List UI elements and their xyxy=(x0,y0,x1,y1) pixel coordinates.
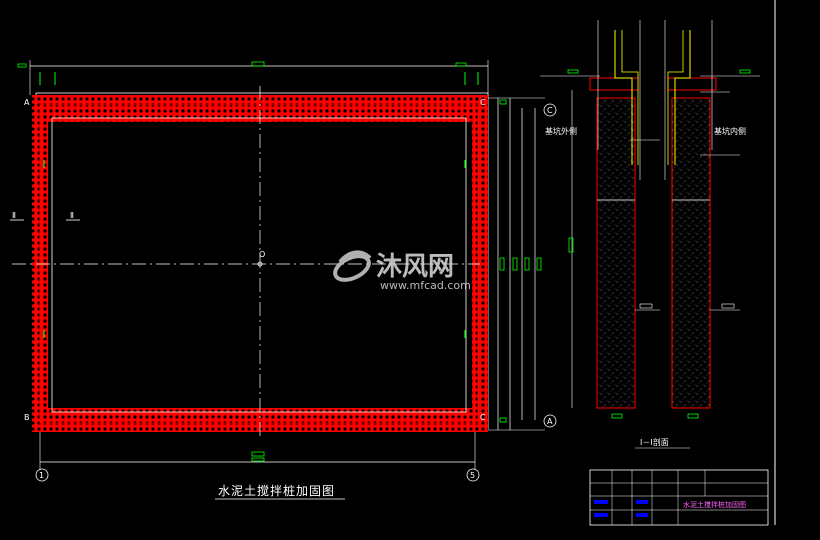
top-dim-text-marker xyxy=(251,61,265,67)
top-dim-marker-right xyxy=(455,62,467,67)
right-dim-marker-4 xyxy=(536,257,542,271)
center-mark-label: O xyxy=(259,250,265,259)
tb-blue-cell-3 xyxy=(636,500,648,504)
title-block: 水泥土搅拌桩加固图 xyxy=(589,469,769,526)
title-block-frame xyxy=(589,469,769,526)
plan-title: 水泥土搅拌桩加固图 xyxy=(218,483,335,498)
retaining-wall-right xyxy=(674,30,691,165)
watermark: 沐风网 www.mfcad.com xyxy=(333,250,471,292)
right-dim-marker-1 xyxy=(499,257,505,271)
leader-right-bottom-box xyxy=(721,303,735,309)
section-mark-right: Ⅱ xyxy=(70,211,74,220)
tb-blue-cell-1 xyxy=(594,500,608,504)
axis-row-a-label: A xyxy=(24,98,30,107)
leader-left-top-marker xyxy=(567,69,579,74)
right-dim-marker-2 xyxy=(512,257,518,271)
plan-view: O A B C C Ⅱ Ⅱ 1 5 xyxy=(10,60,557,500)
plan-inner-boundary xyxy=(51,117,467,413)
leader-left-bottom-box xyxy=(639,303,653,309)
retaining-wall-left xyxy=(614,30,633,165)
grid-bubble-bottom xyxy=(543,414,557,428)
tb-blue-cell-4 xyxy=(636,513,648,517)
right-dim-marker-3 xyxy=(524,257,530,271)
axis-row-c-bottom-label: C xyxy=(480,413,486,422)
center-point-marker xyxy=(257,261,263,267)
axis-row-b-label: B xyxy=(24,413,30,422)
section-height-marker xyxy=(568,237,574,253)
inner-side-note: 基坑内侧 xyxy=(714,126,746,136)
section-bottom-marker-right xyxy=(687,413,699,419)
pile-column-right xyxy=(671,97,711,409)
grid-bubble-top-label: C xyxy=(547,106,553,115)
grid-bubble-bottom-label: A xyxy=(547,417,553,426)
outer-side-note: 基坑外侧 xyxy=(545,126,577,136)
grid-bubble-top xyxy=(543,103,557,117)
axis-bubble-5 xyxy=(466,468,480,482)
right-dim-marker-5 xyxy=(499,99,507,105)
axis-row-c-top-label: C xyxy=(480,98,486,107)
axis-bubble-1 xyxy=(35,468,49,482)
watermark-url: www.mfcad.com xyxy=(380,279,471,292)
section-label: I－I剖面 xyxy=(640,437,669,447)
tb-blue-cell-2 xyxy=(594,513,608,517)
section-view: 基坑外侧 基坑内侧 I－I剖面 xyxy=(540,20,760,449)
leader-right-top-marker xyxy=(739,69,751,74)
right-dim-marker-6 xyxy=(499,417,507,423)
watermark-logo-icon xyxy=(333,250,372,282)
section-bottom-marker-left xyxy=(611,413,623,419)
axis-col-1-label: 1 xyxy=(39,471,44,480)
watermark-brand: 沐风网 xyxy=(376,252,454,282)
cap-beam-left xyxy=(589,77,639,91)
bottom-dim-text-marker xyxy=(251,451,265,457)
axis-col-5-label: 5 xyxy=(470,471,475,480)
section-mark-left: Ⅱ xyxy=(12,211,16,220)
top-dim-marker-left xyxy=(17,63,27,68)
tb-drawing-name: 水泥土搅拌桩加固图 xyxy=(683,500,746,509)
retaining-wall-right-inner xyxy=(667,30,684,165)
bottom-dim-text-marker-2 xyxy=(251,457,265,462)
pile-column-left xyxy=(596,97,636,409)
retaining-wall-left-inner xyxy=(621,30,639,165)
